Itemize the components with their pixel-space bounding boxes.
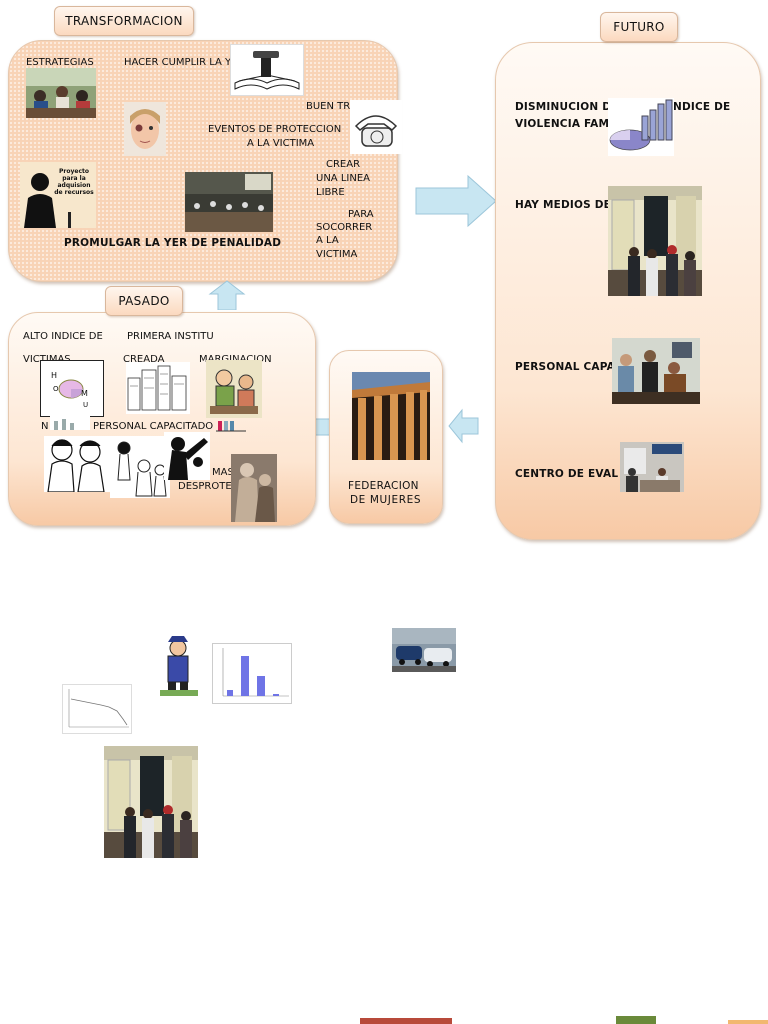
federacion-line1: FEDERACION xyxy=(348,480,419,492)
chart-letter-u: U xyxy=(83,401,89,409)
marginacion-label: MARGINACION xyxy=(199,353,272,366)
futuro-item1-line1: DISMINUCION D xyxy=(515,101,612,113)
cropped-image-bottom-2 xyxy=(616,1016,656,1024)
proyecto-caption: Proyecto para la adquision de recursos xyxy=(54,168,94,196)
futuro-item1-tail: NDICE DE xyxy=(673,101,731,113)
futuro-tab: FUTURO xyxy=(600,12,678,42)
line-chart-image xyxy=(62,684,132,734)
chart-letter-h: H xyxy=(51,371,58,380)
telephone-icon xyxy=(350,100,402,154)
cropped-image-bottom-3 xyxy=(728,1020,768,1024)
victim-face-photo xyxy=(124,102,166,156)
futuro-item3: PERSONAL CAPA xyxy=(515,361,615,373)
arrow-up-icon xyxy=(208,280,246,310)
chart-letter-o: O xyxy=(53,385,59,393)
arrow-right-icon xyxy=(415,174,497,228)
alto-indice-label: ALTO INDICE DE xyxy=(23,331,103,342)
evaluation-center-photo xyxy=(620,442,684,492)
estrategias-label: ESTRATEGIAS xyxy=(26,57,94,68)
women-sepia-photo xyxy=(231,454,277,522)
socorrer-line3: A LA xyxy=(316,235,339,246)
desprote-label: DESPROTE xyxy=(178,481,232,492)
small-bar-icon xyxy=(50,416,90,430)
socorrer-line1: PARA xyxy=(348,209,374,220)
victimas-label: VICTIMAS xyxy=(23,353,71,366)
underline-bars-icon xyxy=(216,418,246,432)
linea-line1: CREAR xyxy=(326,159,361,170)
signing-ceremony-photo xyxy=(612,338,700,404)
institution-buildings-sketch xyxy=(126,362,190,414)
personal-capacitado-label: PERSONAL CAPACITADO xyxy=(93,421,214,432)
federacion-line2: DE MUJERES xyxy=(350,494,422,506)
mas-label: MAS xyxy=(212,467,234,478)
promulgar-label: PROMULGAR LA YER DE PENALIDAD xyxy=(64,237,282,249)
eventos-line1: EVENTOS DE PROTECCION xyxy=(208,124,342,135)
futuro-item4: CENTRO DE EVAL xyxy=(515,468,619,480)
police-cars-photo xyxy=(392,628,456,672)
building-entrance-photo-2 xyxy=(104,746,198,858)
futuro-item1-line2: VIOLENCIA FAM xyxy=(515,118,610,130)
gender-pie-chart-icon: H M O U xyxy=(40,360,104,417)
chart-letter-m: M xyxy=(81,389,88,398)
cropped-image-bottom-1 xyxy=(360,1018,452,1024)
buen-trato-label: BUEN TR xyxy=(306,101,351,112)
violence-silhouette-image xyxy=(164,432,210,480)
building-entrance-photo xyxy=(608,186,702,296)
marginalization-cartoon xyxy=(206,360,262,418)
hacer-cumplir-label: HACER CUMPLIR LA Y xyxy=(124,57,232,68)
proyecto-silhouette-image: Proyecto para la adquision de recursos xyxy=(20,162,96,228)
socorrer-line2: SOCORRER xyxy=(316,222,373,233)
linea-line2: UNA LINEA xyxy=(316,173,370,184)
socorrer-line4: VICTIMA xyxy=(316,249,358,260)
primera-institucion-label: PRIMERA INSTITU xyxy=(127,331,214,342)
arguing-couple-cartoon xyxy=(44,436,110,492)
federation-building-photo xyxy=(352,372,430,460)
futuro-item2: HAY MEDIOS DE xyxy=(515,199,612,211)
n-prefix-label: N xyxy=(41,421,49,432)
linea-line3: LIBRE xyxy=(316,187,345,198)
pasado-tab: PASADO xyxy=(105,286,183,316)
transformacion-tab: TRANSFORMACION xyxy=(54,6,194,36)
conference-photo xyxy=(185,172,273,232)
eventos-line2: A LA VICTIMA xyxy=(247,138,315,149)
arrow-left-icon xyxy=(448,408,479,444)
creada-label: CREADA xyxy=(123,354,165,365)
bar-chart-image xyxy=(212,643,292,704)
law-book-image xyxy=(230,44,304,96)
victims-sketch xyxy=(110,436,170,498)
statistics-chart-icon xyxy=(608,98,674,156)
police-cartoon xyxy=(160,634,198,696)
meeting-photo xyxy=(26,68,96,118)
